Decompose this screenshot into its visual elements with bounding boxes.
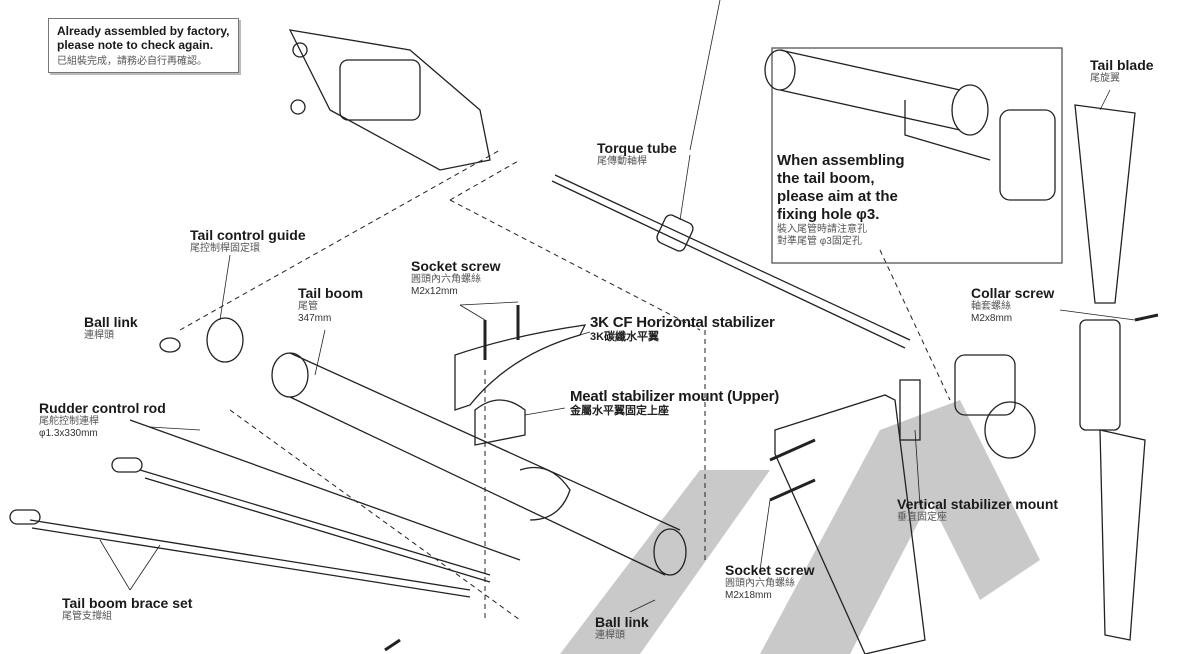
- label-en: Tail boom: [298, 285, 364, 301]
- factory-note: Already assembled by factory, please not…: [48, 18, 239, 73]
- boom-note-zh2: 對準尾管 φ3固定孔: [777, 235, 862, 247]
- label-en: Ball link: [84, 314, 138, 330]
- label-en: Tail blade: [1090, 57, 1154, 73]
- boom-note-line2: the tail boom,: [777, 170, 875, 187]
- label-vertical-stabilizer-mount: Vertical stabilizer mount 垂直固定座: [897, 496, 1058, 524]
- leader-lines: [99, 0, 1136, 613]
- horizontal-stabilizer-part: [454, 324, 587, 411]
- tail-boom-part: [271, 352, 687, 576]
- label-spec: 347mm: [298, 312, 332, 324]
- label-zh: 圓頭內六角螺絲: [725, 578, 795, 590]
- stabilizer-mount-part: [474, 399, 526, 446]
- label-spec: φ1.3x330mm: [39, 427, 98, 439]
- label-en: Tail control guide: [190, 227, 306, 243]
- rod-parts: [9, 419, 521, 598]
- boom-assembly-note: When assembling the tail boom, please ai…: [777, 152, 905, 247]
- inset-detail-box: [771, 47, 1063, 264]
- label-zh: 尾旋翼: [1090, 73, 1120, 85]
- label-stabilizer-mount: Meatl stabilizer mount (Upper) 金屬水平翼固定上座: [570, 388, 779, 418]
- label-en: Socket screw: [725, 562, 815, 578]
- label-tail-boom: Tail boom 尾管 347mm: [298, 285, 363, 324]
- label-en: Socket screw: [411, 258, 501, 274]
- label-spec: M2x18mm: [725, 589, 772, 601]
- label-rudder-control-rod: Rudder control rod 尾舵控制連桿 φ1.3x330mm: [39, 400, 166, 439]
- label-zh: 尾管支撐組: [62, 611, 112, 623]
- front-gearbox-part: [288, 29, 491, 171]
- factory-note-line2: please note to check again.: [57, 38, 214, 52]
- label-spec: M2x12mm: [411, 285, 458, 297]
- label-zh: 垂直固定座: [897, 512, 947, 524]
- label-zh: 軸套螺絲: [971, 301, 1011, 313]
- label-zh: 圓頭內六角螺絲: [411, 274, 481, 286]
- label-socket-screw-12: Socket screw 圓頭內六角螺絲 M2x12mm: [411, 258, 501, 297]
- label-socket-screw-18: Socket screw 圓頭內六角螺絲 M2x18mm: [725, 562, 815, 601]
- label-zh: 金屬水平翼固定上座: [570, 405, 669, 418]
- label-zh: 連桿頭: [595, 630, 625, 642]
- label-zh: 尾舵控制連桿: [39, 416, 99, 428]
- label-ball-link-2: Ball link 連桿頭: [595, 614, 649, 642]
- label-en: Rudder control rod: [39, 400, 166, 416]
- label-zh: 3K碳纖水平翼: [590, 331, 660, 344]
- label-zh: 尾控制桿固定環: [190, 243, 260, 255]
- label-zh: 連桿頭: [84, 330, 114, 342]
- label-en: Ball link: [595, 614, 649, 630]
- tail-control-guide-part: [206, 317, 244, 363]
- socket-screws: [384, 305, 1159, 652]
- inset-detail-drawing: [764, 49, 1056, 201]
- torque-tube-part: [551, 174, 911, 349]
- label-tail-control-guide: Tail control guide 尾控制桿固定環: [190, 227, 306, 255]
- boom-note-line4: fixing hole φ3.: [777, 206, 880, 223]
- factory-note-zh: 已組裝完成，請務必自行再確認。: [57, 56, 207, 67]
- label-tail-blade: Tail blade 尾旋翼: [1090, 57, 1154, 85]
- vertical-fin-part: [774, 394, 926, 654]
- label-en: 3K CF Horizontal stabilizer: [590, 314, 775, 331]
- assembly-lines: [179, 149, 951, 621]
- label-zh: 尾管: [298, 301, 318, 313]
- boom-note-zh1: 裝入尾管時請注意孔: [777, 224, 867, 235]
- factory-note-line1: Already assembled by factory,: [57, 24, 230, 38]
- tail-blade-part: [1074, 104, 1136, 304]
- ball-link-part: [159, 337, 181, 353]
- label-collar-screw: Collar screw 軸套螺絲 M2x8mm: [971, 285, 1054, 324]
- tail-blade-part: [1099, 429, 1146, 641]
- label-ball-link-1: Ball link 連桿頭: [84, 314, 138, 342]
- boom-note-line3: please aim at the: [777, 188, 898, 205]
- label-tail-boom-brace-set: Tail boom brace set 尾管支撐組: [62, 595, 192, 623]
- label-en: Tail boom brace set: [62, 595, 193, 611]
- boom-note-line1: When assembling: [777, 152, 905, 169]
- label-horizontal-stabilizer: 3K CF Horizontal stabilizer 3K碳纖水平翼: [590, 314, 775, 344]
- watermark-logo: [560, 400, 1040, 654]
- label-en: Meatl stabilizer mount (Upper): [570, 388, 780, 405]
- label-spec: M2x8mm: [971, 312, 1013, 324]
- label-en: Torque tube: [597, 140, 677, 156]
- label-torque-tube: Torque tube 尾傳動軸桿: [597, 140, 677, 168]
- label-zh: 尾傳動軸桿: [597, 156, 647, 168]
- label-en: Vertical stabilizer mount: [897, 496, 1059, 512]
- label-en: Collar screw: [971, 285, 1055, 301]
